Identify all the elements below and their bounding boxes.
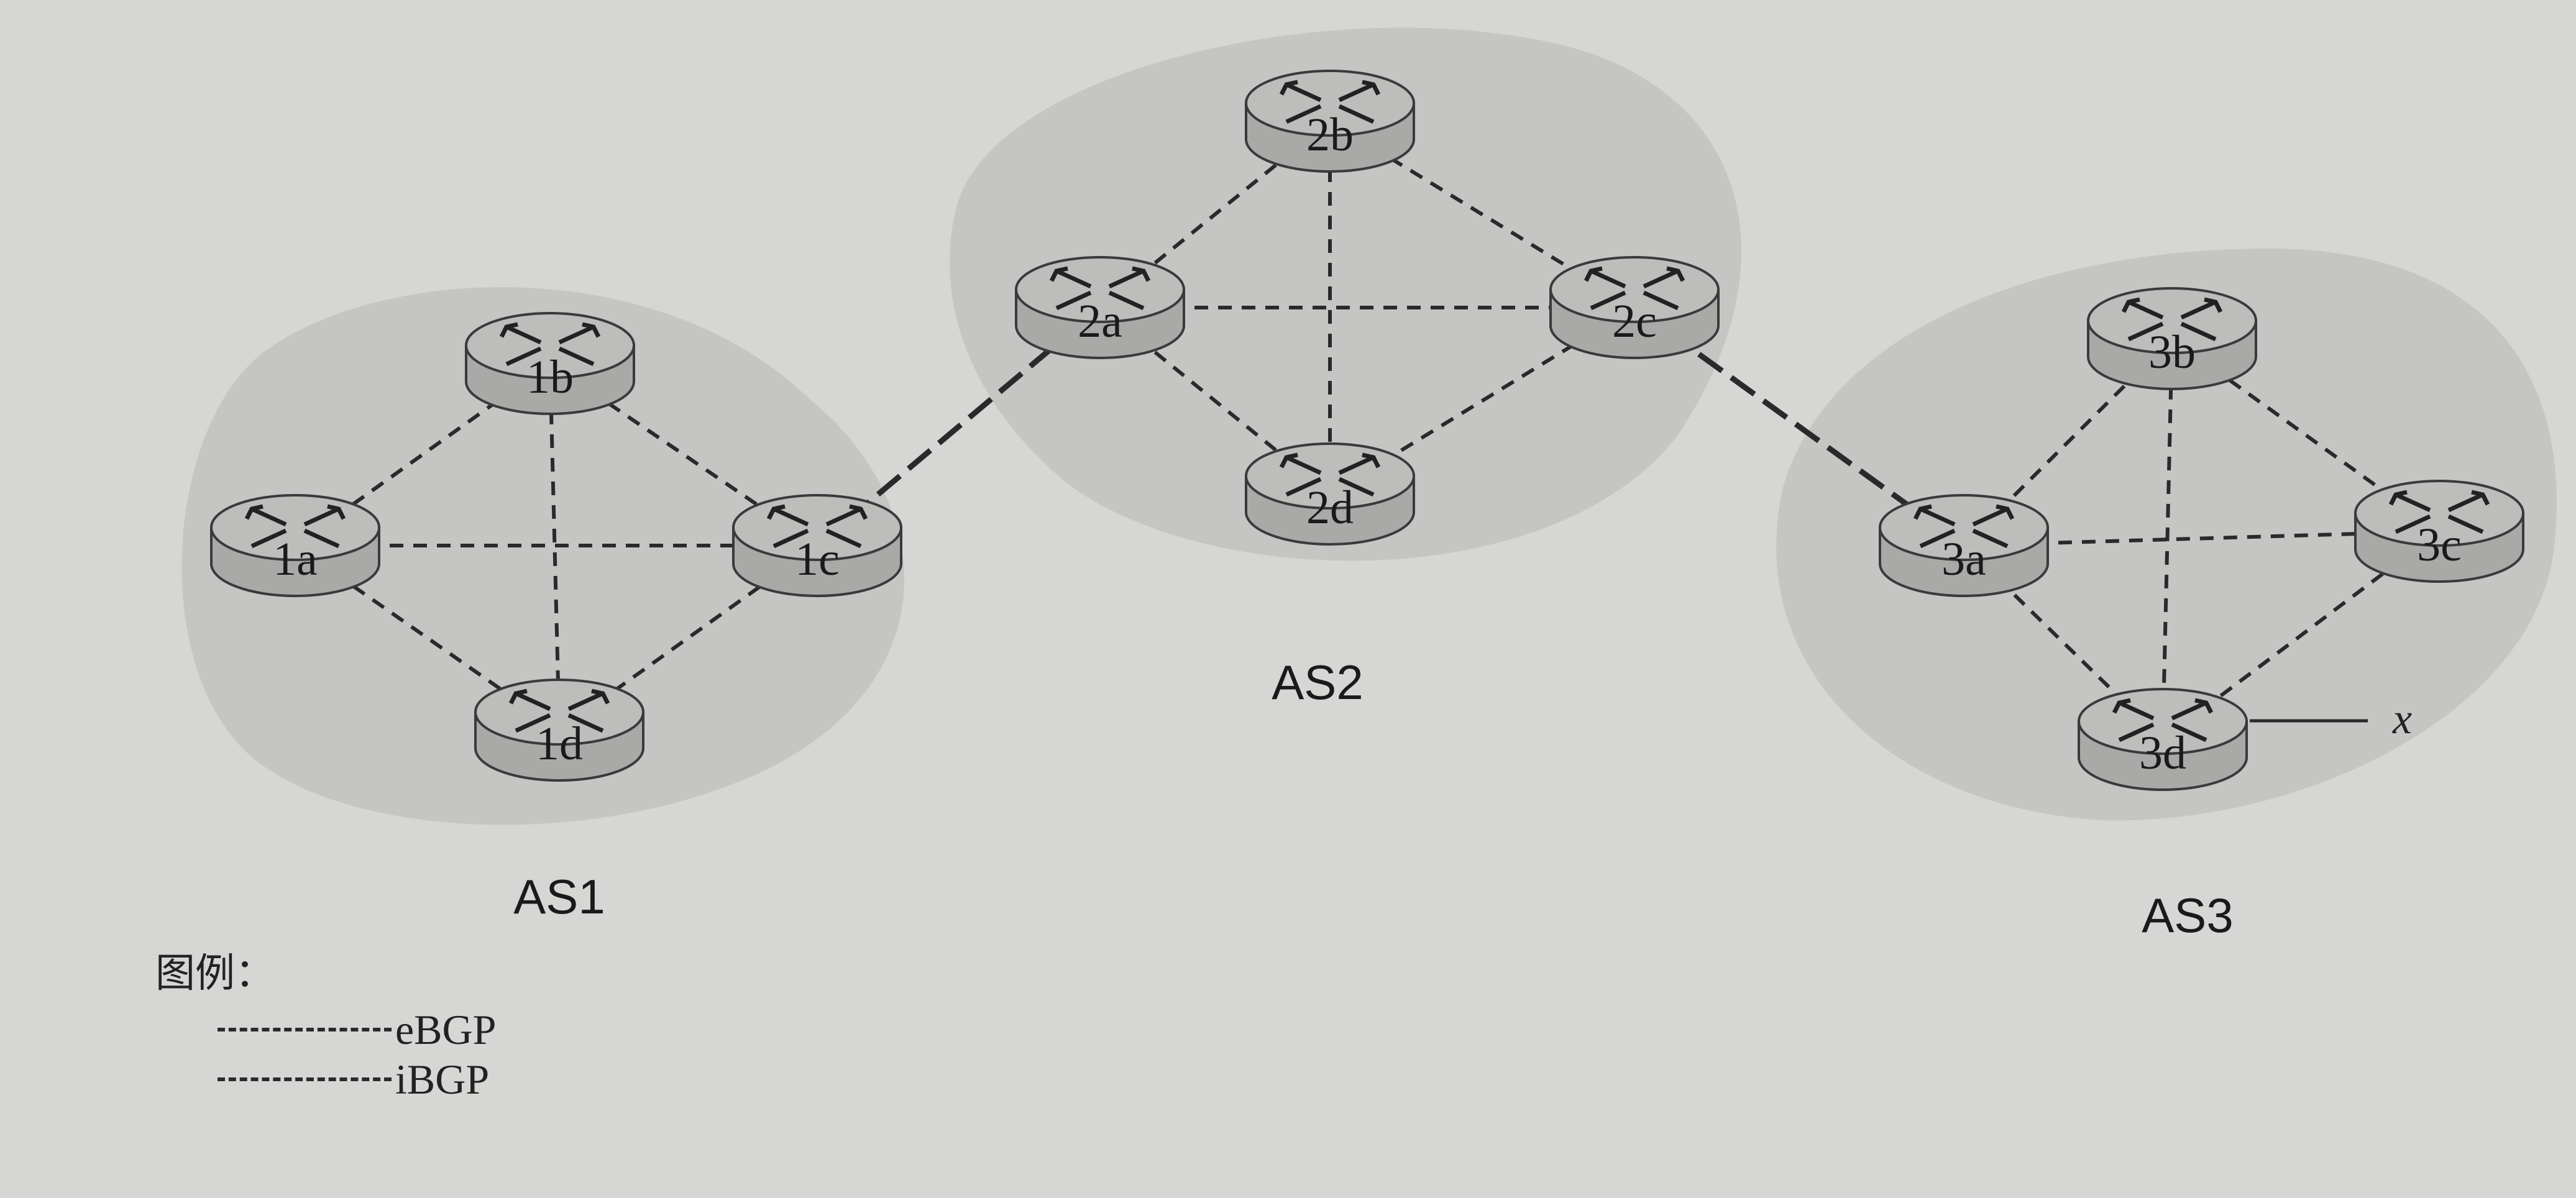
router-arrows-icon <box>766 504 868 549</box>
router-label: 2c <box>1612 295 1657 347</box>
router-arrows-icon <box>1279 80 1381 124</box>
as-region-as2 <box>950 27 1741 561</box>
router-arrows-icon <box>2388 490 2490 534</box>
router-label: 2d <box>1306 482 1354 534</box>
legend-title: 图例： <box>155 951 275 997</box>
router-label: 1d <box>536 718 583 770</box>
link-3b-3d-ibgp <box>2161 338 2174 740</box>
router-label: 3d <box>2139 727 2186 779</box>
router-1a[interactable]: 1a <box>210 494 380 597</box>
router-arrows-icon <box>2112 698 2214 743</box>
router-2d[interactable]: 2d <box>1245 442 1415 546</box>
router-arrows-icon <box>499 322 601 367</box>
legend-ebgp-label: eBGP <box>395 1005 497 1053</box>
router-label: 3c <box>2417 519 2462 571</box>
router-arrows-icon <box>1279 452 1381 497</box>
legend: 图例： eBGP iBGP <box>155 941 496 1104</box>
legend-item-ebgp: eBGP <box>155 1005 496 1054</box>
router-arrows-icon <box>2121 297 2223 342</box>
legend-ebgp-dash <box>218 1028 392 1031</box>
router-arrows-icon <box>1049 266 1151 311</box>
router-1d[interactable]: 1d <box>474 679 644 782</box>
router-3b[interactable]: 3b <box>2087 287 2257 390</box>
legend-item-ibgp: iBGP <box>155 1054 496 1104</box>
router-2c[interactable]: 2c <box>1549 256 1720 359</box>
router-1c[interactable]: 1c <box>732 494 902 597</box>
router-3d[interactable]: 3d <box>2078 688 2248 791</box>
router-label: 1c <box>795 533 840 585</box>
router-label: 2b <box>1306 109 1354 161</box>
router-label: 3b <box>2148 326 2196 378</box>
router-3c[interactable]: 3c <box>2354 480 2524 583</box>
legend-ibgp-label: iBGP <box>395 1055 490 1103</box>
legend-ibgp-dash <box>218 1077 392 1081</box>
external-label-x: x <box>2392 695 2412 743</box>
as-label-as3: AS3 <box>2142 888 2233 943</box>
router-2a[interactable]: 2a <box>1015 256 1185 359</box>
router-label: 1a <box>273 533 318 585</box>
router-arrows-icon <box>244 504 346 549</box>
router-1b[interactable]: 1b <box>465 312 635 415</box>
router-label: 2a <box>1078 295 1122 347</box>
router-arrows-icon <box>1913 504 2015 549</box>
router-3a[interactable]: 3a <box>1879 494 2049 597</box>
as-label-as1: AS1 <box>513 869 605 924</box>
router-label: 1b <box>526 351 574 403</box>
router-arrows-icon <box>508 688 610 733</box>
as-region-as1 <box>181 287 905 825</box>
router-label: 3a <box>1941 533 1986 585</box>
router-arrows-icon <box>1584 266 1685 311</box>
router-2b[interactable]: 2b <box>1245 70 1415 173</box>
as-label-as2: AS2 <box>1272 655 1363 710</box>
